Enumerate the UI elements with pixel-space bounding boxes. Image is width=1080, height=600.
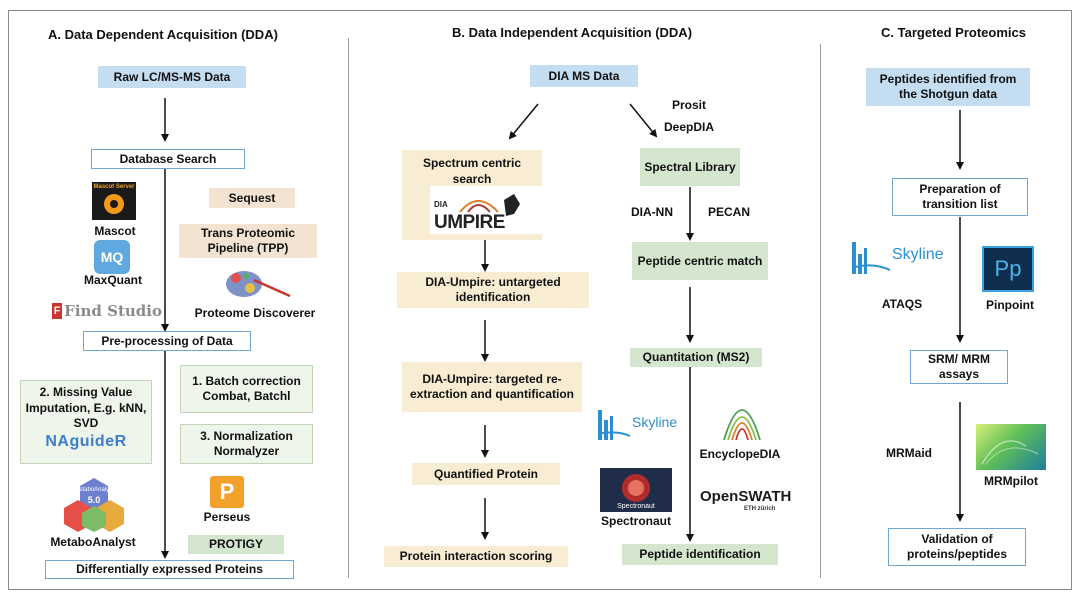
spectrum-search-text: Spectrum centric search [422,156,522,186]
deepdia-label: DeepDIA [663,120,714,134]
spectronaut-logo: Spectronaut [600,468,672,512]
normalization-box: 3. Normalization Normalyzer [180,424,313,464]
peptides-shotgun-box: Peptides identified from the Shotgun dat… [866,68,1030,106]
skyline-logo-b-text: Skyline [632,414,678,430]
metaboanalyst-logo: MetaboAnalyst 5.0 [58,476,130,532]
maxquant-logo: MQ [94,240,130,274]
spectrum-search-box: Spectrum centric search DIA UMPIRE [402,150,542,240]
find-studio-badge-icon: F [52,303,63,319]
perseus-logo: P [210,476,244,508]
pecan-label: PECAN [707,205,750,219]
pinpoint-logo: Pp [982,246,1034,292]
preprocessing-box: Pre-processing of Data [83,331,251,351]
mrmaid-label: MRMaid [886,446,932,460]
untargeted-identification-box: DIA-Umpire: untargeted identification [397,272,589,308]
skyline-logo-c: Skyline [850,234,960,276]
srm-mrm-box: SRM/ MRM assays [910,350,1008,384]
encyclopedia-icon [720,388,764,444]
protein-interaction-box: Protein interaction scoring [384,546,568,567]
metaboanalyst-label: MetaboAnalyst [50,535,136,549]
naguider-logo: NAguideR [45,432,127,450]
find-studio-text: Find Studio [64,302,162,320]
separator-a-b [348,38,349,578]
arrow-dia-to-spectrum [508,103,539,140]
quantified-protein-box: Quantified Protein [412,463,560,485]
validation-box: Validation of proteins/peptides [888,528,1026,566]
targeted-reextraction-box: DIA-Umpire: targeted re-extraction and q… [402,362,582,412]
proteome-discoverer-label: Proteome Discoverer [194,306,316,320]
missing-value-text: 2. Missing Value Imputation, E.g. kNN, S… [25,385,147,431]
mascot-logo: Mascot Server [92,182,136,220]
metabo-logo-text: MetaboAnalyst [74,487,114,493]
quantitation-ms2-box: Quantitation (MS2) [630,348,762,367]
database-search-box: Database Search [91,149,245,169]
dia-nn-label: DIA-NN [631,205,673,219]
arrow-dia-to-library [629,103,658,138]
batch-correction-box: 1. Batch correction Combat, Batchl [180,365,313,413]
skyline-logo-c-text: Skyline [892,246,944,263]
spectral-library-box: Spectral Library [640,148,740,186]
dia-logo-small-text: DIA [434,200,448,209]
peptide-centric-match-box: Peptide centric match [632,242,768,280]
panel-a-title: A. Data Dependent Acquisition (DDA) [48,27,278,42]
prosit-label: Prosit [671,98,706,112]
sequest-box: Sequest [209,188,295,208]
missing-value-box: 2. Missing Value Imputation, E.g. kNN, S… [20,380,152,464]
transition-list-box: Preparation of transition list [892,178,1028,216]
maxquant-label: MaxQuant [83,273,142,287]
diff-expressed-box: Differentially expressed Proteins [45,560,294,579]
mascot-logo-text: Mascot Server [93,184,135,190]
find-studio-logo: F Find Studio [52,300,162,322]
spectronaut-logo-text: Spectronaut [617,503,655,510]
spectronaut-label: Spectronaut [600,514,671,528]
protigy-box: PROTIGY [188,535,284,554]
mrmpilot-logo [976,424,1046,470]
encyclopedia-label: EncyclopeDIA [699,447,781,461]
openswath-logo: OpenSWATH [700,488,792,505]
skyline-logo-b: Skyline [596,400,686,444]
dia-umpire-logo: DIA UMPIRE [430,186,542,234]
dia-ms-data-box: DIA MS Data [530,65,638,87]
dia-logo-big-text: UMPIRE [434,212,505,233]
metabo-logo-version: 5.0 [88,495,101,505]
separator-b-c [820,44,821,578]
mascot-emblem-icon [104,194,124,214]
mrmpilot-label: MRMpilot [984,474,1038,488]
panel-c-title: C. Targeted Proteomics [881,25,1026,40]
perseus-label: Perseus [203,510,251,524]
peptide-identification-box: Peptide identification [622,544,778,565]
openswath-eth-text: ETH zürich [744,506,776,512]
proteome-discoverer-icon [218,266,294,302]
mascot-label: Mascot [94,224,136,238]
diagram-frame [8,10,1072,590]
panel-b-title: B. Data Independent Acquisition (DDA) [452,25,693,40]
raw-data-box: Raw LC/MS-MS Data [98,66,246,88]
pinpoint-label: Pinpoint [986,298,1034,312]
tpp-box: Trans Proteomic Pipeline (TPP) [179,224,317,258]
ataqs-label: ATAQS [881,297,923,311]
